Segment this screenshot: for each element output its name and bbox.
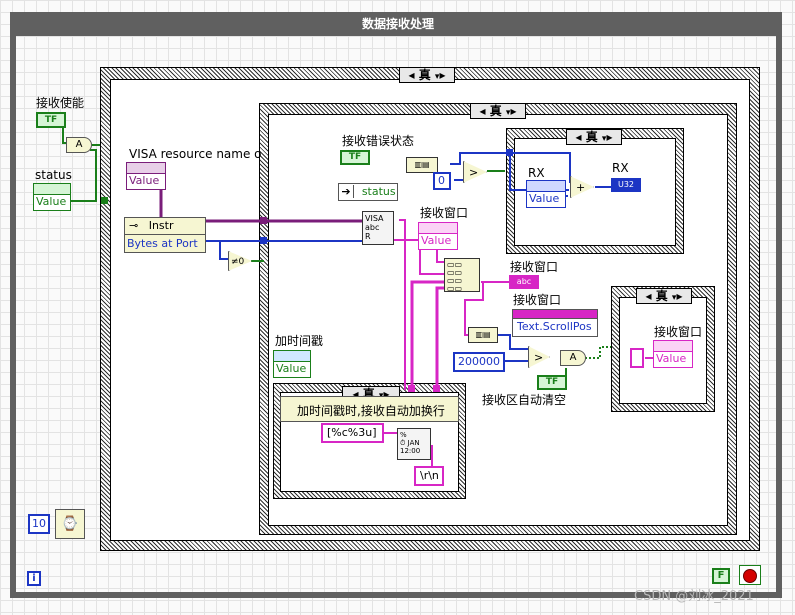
rx-case-selector[interactable]: ◂ 真 ▾▸ xyxy=(566,129,622,145)
str-wire-ts2 xyxy=(435,286,444,390)
recv-window3-label: 接收窗口 xyxy=(513,293,562,307)
status-value: Value xyxy=(36,195,67,208)
recv-window-node[interactable]: Value xyxy=(418,222,458,250)
concatenate-strings[interactable]: ▭▭▭▭▭▭▭▭ xyxy=(444,258,480,293)
and-gate[interactable]: A xyxy=(66,137,92,153)
error-status-label: 接收错误状态 xyxy=(342,134,415,148)
scrollpos-property-node[interactable]: Text.ScrollPos xyxy=(512,309,598,337)
recv-window2-label: 接收窗口 xyxy=(510,260,559,274)
format-string-const[interactable]: [%c%3u] xyxy=(321,423,384,443)
newline-const[interactable]: \r\n xyxy=(414,466,444,486)
zero-constant[interactable]: 0 xyxy=(433,172,451,190)
str-wire-ts1 xyxy=(410,280,444,390)
outer-case-selector[interactable]: ◂ 真 ▾▸ xyxy=(399,67,455,83)
timestamp-node[interactable]: Value xyxy=(273,350,311,378)
rx-node[interactable]: Value xyxy=(526,180,566,208)
iteration-terminal: i xyxy=(27,571,41,586)
status-node[interactable]: Value xyxy=(33,183,71,211)
str-wire-loop xyxy=(464,282,484,336)
num-wire-top xyxy=(510,152,571,183)
visa-property-node[interactable]: ⊸ Instr Bytes at Port xyxy=(124,217,206,253)
bool-wire-and2 xyxy=(585,346,611,359)
timestamp-note-box xyxy=(280,396,459,422)
num-wire-read-count xyxy=(450,152,569,191)
watermark: CSDN @刘冰_2021 xyxy=(634,589,754,604)
loop-title: 数据接收处理 xyxy=(362,17,435,31)
timestamp-label: 加时间戳 xyxy=(275,334,324,348)
rx-indicator-label: RX xyxy=(612,161,629,175)
timestamp-note: 加时间戳时,接收自动加换行 xyxy=(297,404,445,418)
str-wire-window xyxy=(436,250,444,263)
recv-window4-label: 接收窗口 xyxy=(654,325,703,339)
num-wire-scroll xyxy=(497,334,528,362)
scroll-case-selector[interactable]: ◂ 真 ▾▸ xyxy=(636,288,692,304)
rx-indicator[interactable]: U32 xyxy=(611,178,641,192)
recv-window2-indicator[interactable]: abc xyxy=(509,275,539,289)
stop-false-const[interactable]: F xyxy=(712,568,730,584)
status-unbundle[interactable]: ➔ status xyxy=(338,183,398,201)
receive-enable-terminal[interactable]: TF xyxy=(36,112,66,128)
visa-resource-label: VISA resource name o xyxy=(129,147,262,161)
bool-wire-status xyxy=(68,149,97,202)
receive-enable-label: 接收使能 xyxy=(36,96,85,110)
num-wire-bytes xyxy=(202,240,370,260)
property-instr: ⊸ Instr xyxy=(125,218,205,235)
recv-window-value: Value xyxy=(421,234,452,247)
auto-clear-terminal[interactable]: TF xyxy=(537,375,567,390)
visa-resource-node[interactable]: Value xyxy=(126,162,166,190)
status-label: status xyxy=(35,168,72,182)
stop-condition-icon[interactable] xyxy=(739,565,761,585)
tunnel-ts2 xyxy=(433,385,440,392)
error-status-terminal[interactable]: TF xyxy=(340,150,370,165)
recv-window4-node[interactable]: Value xyxy=(653,340,693,368)
tunnel-visa xyxy=(260,217,267,224)
recv-window-label: 接收窗口 xyxy=(420,206,469,220)
rx-label: RX xyxy=(528,166,545,180)
num-wire-zero xyxy=(454,178,465,181)
string-length-icon[interactable]: ▥▤ xyxy=(406,157,438,173)
middle-case-selector[interactable]: ◂ 真 ▾▸ xyxy=(470,103,526,119)
and-gate-2[interactable]: A xyxy=(560,350,586,366)
property-bytes-at-port: Bytes at Port xyxy=(127,237,198,250)
string-length-icon-2[interactable]: ▥▤ xyxy=(468,327,498,343)
visa-resource-value: Value xyxy=(129,174,160,187)
wait-ms-const[interactable]: 10 xyxy=(28,514,50,534)
rx-value: Value xyxy=(529,192,560,205)
status-field: status xyxy=(361,185,396,198)
wait-ms-function[interactable]: ⌚ xyxy=(55,509,85,539)
while-loop-titlebar xyxy=(10,12,782,36)
timestamp-value: Value xyxy=(276,362,307,375)
tunnel-rx xyxy=(506,149,513,156)
empty-string-const[interactable] xyxy=(630,348,644,368)
str-wire-read xyxy=(393,239,444,275)
tunnel-bool xyxy=(101,197,108,204)
tunnel-bytes xyxy=(260,237,267,244)
const-200000[interactable]: 200000 xyxy=(453,352,505,372)
tunnel-ts1 xyxy=(408,385,415,392)
scrollpos-property: Text.ScrollPos xyxy=(517,320,592,333)
str-wire-ts3 xyxy=(399,219,406,390)
recv-window4-value: Value xyxy=(656,352,687,365)
visa-wire xyxy=(159,188,370,223)
auto-clear-label: 接收区自动清空 xyxy=(482,393,567,407)
